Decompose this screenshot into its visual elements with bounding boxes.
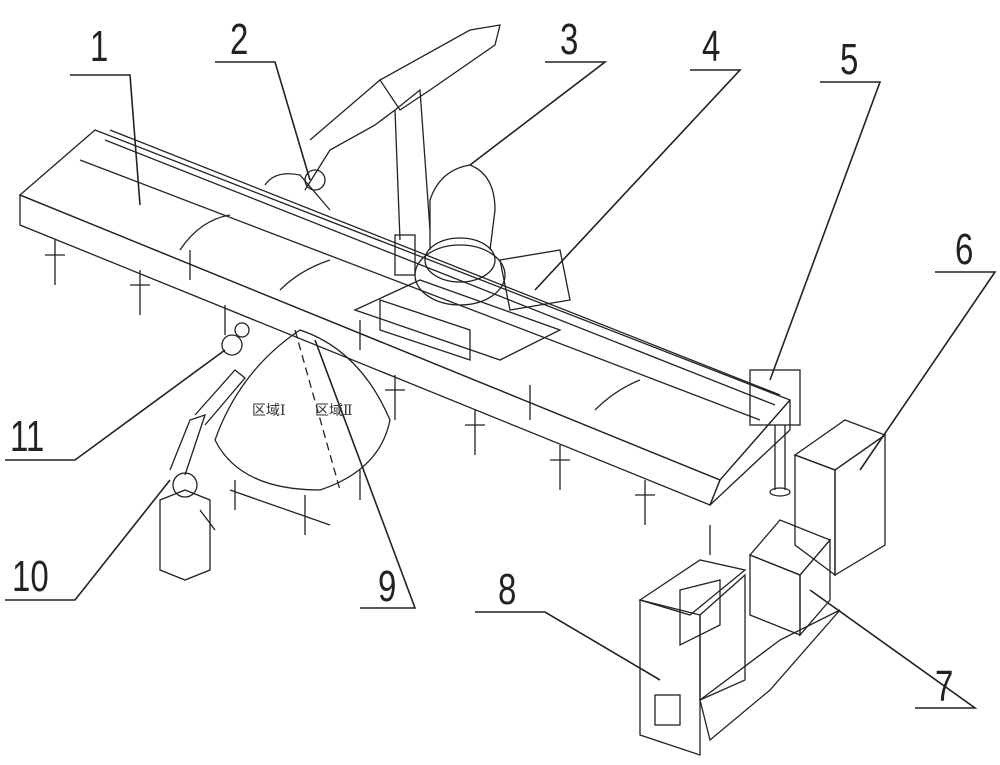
label-2: 2 [230,15,249,64]
zone-2-label: 区域Ⅱ [315,403,353,419]
label-5: 5 [840,35,859,84]
label-7: 7 [935,662,954,711]
support-feet [45,240,655,525]
collaborative-robot [159,322,250,581]
zone-1-label: 区域Ⅰ [252,403,286,419]
label-10: 10 [12,552,49,601]
operator-console [638,525,841,756]
label-8: 8 [498,565,517,614]
workpiece-dome [214,329,391,535]
electric-cabinet [793,419,887,577]
label-9: 9 [378,562,397,611]
control-unit [748,519,832,637]
label-1: 1 [90,22,109,71]
label-6: 6 [955,225,974,274]
rail-base [18,129,792,506]
label-11: 11 [10,412,45,461]
label-3: 3 [560,15,579,64]
label-4: 4 [702,22,721,71]
leader-lines [5,61,997,709]
sensor-bracket [749,369,801,497]
robot-carriage [264,24,571,361]
